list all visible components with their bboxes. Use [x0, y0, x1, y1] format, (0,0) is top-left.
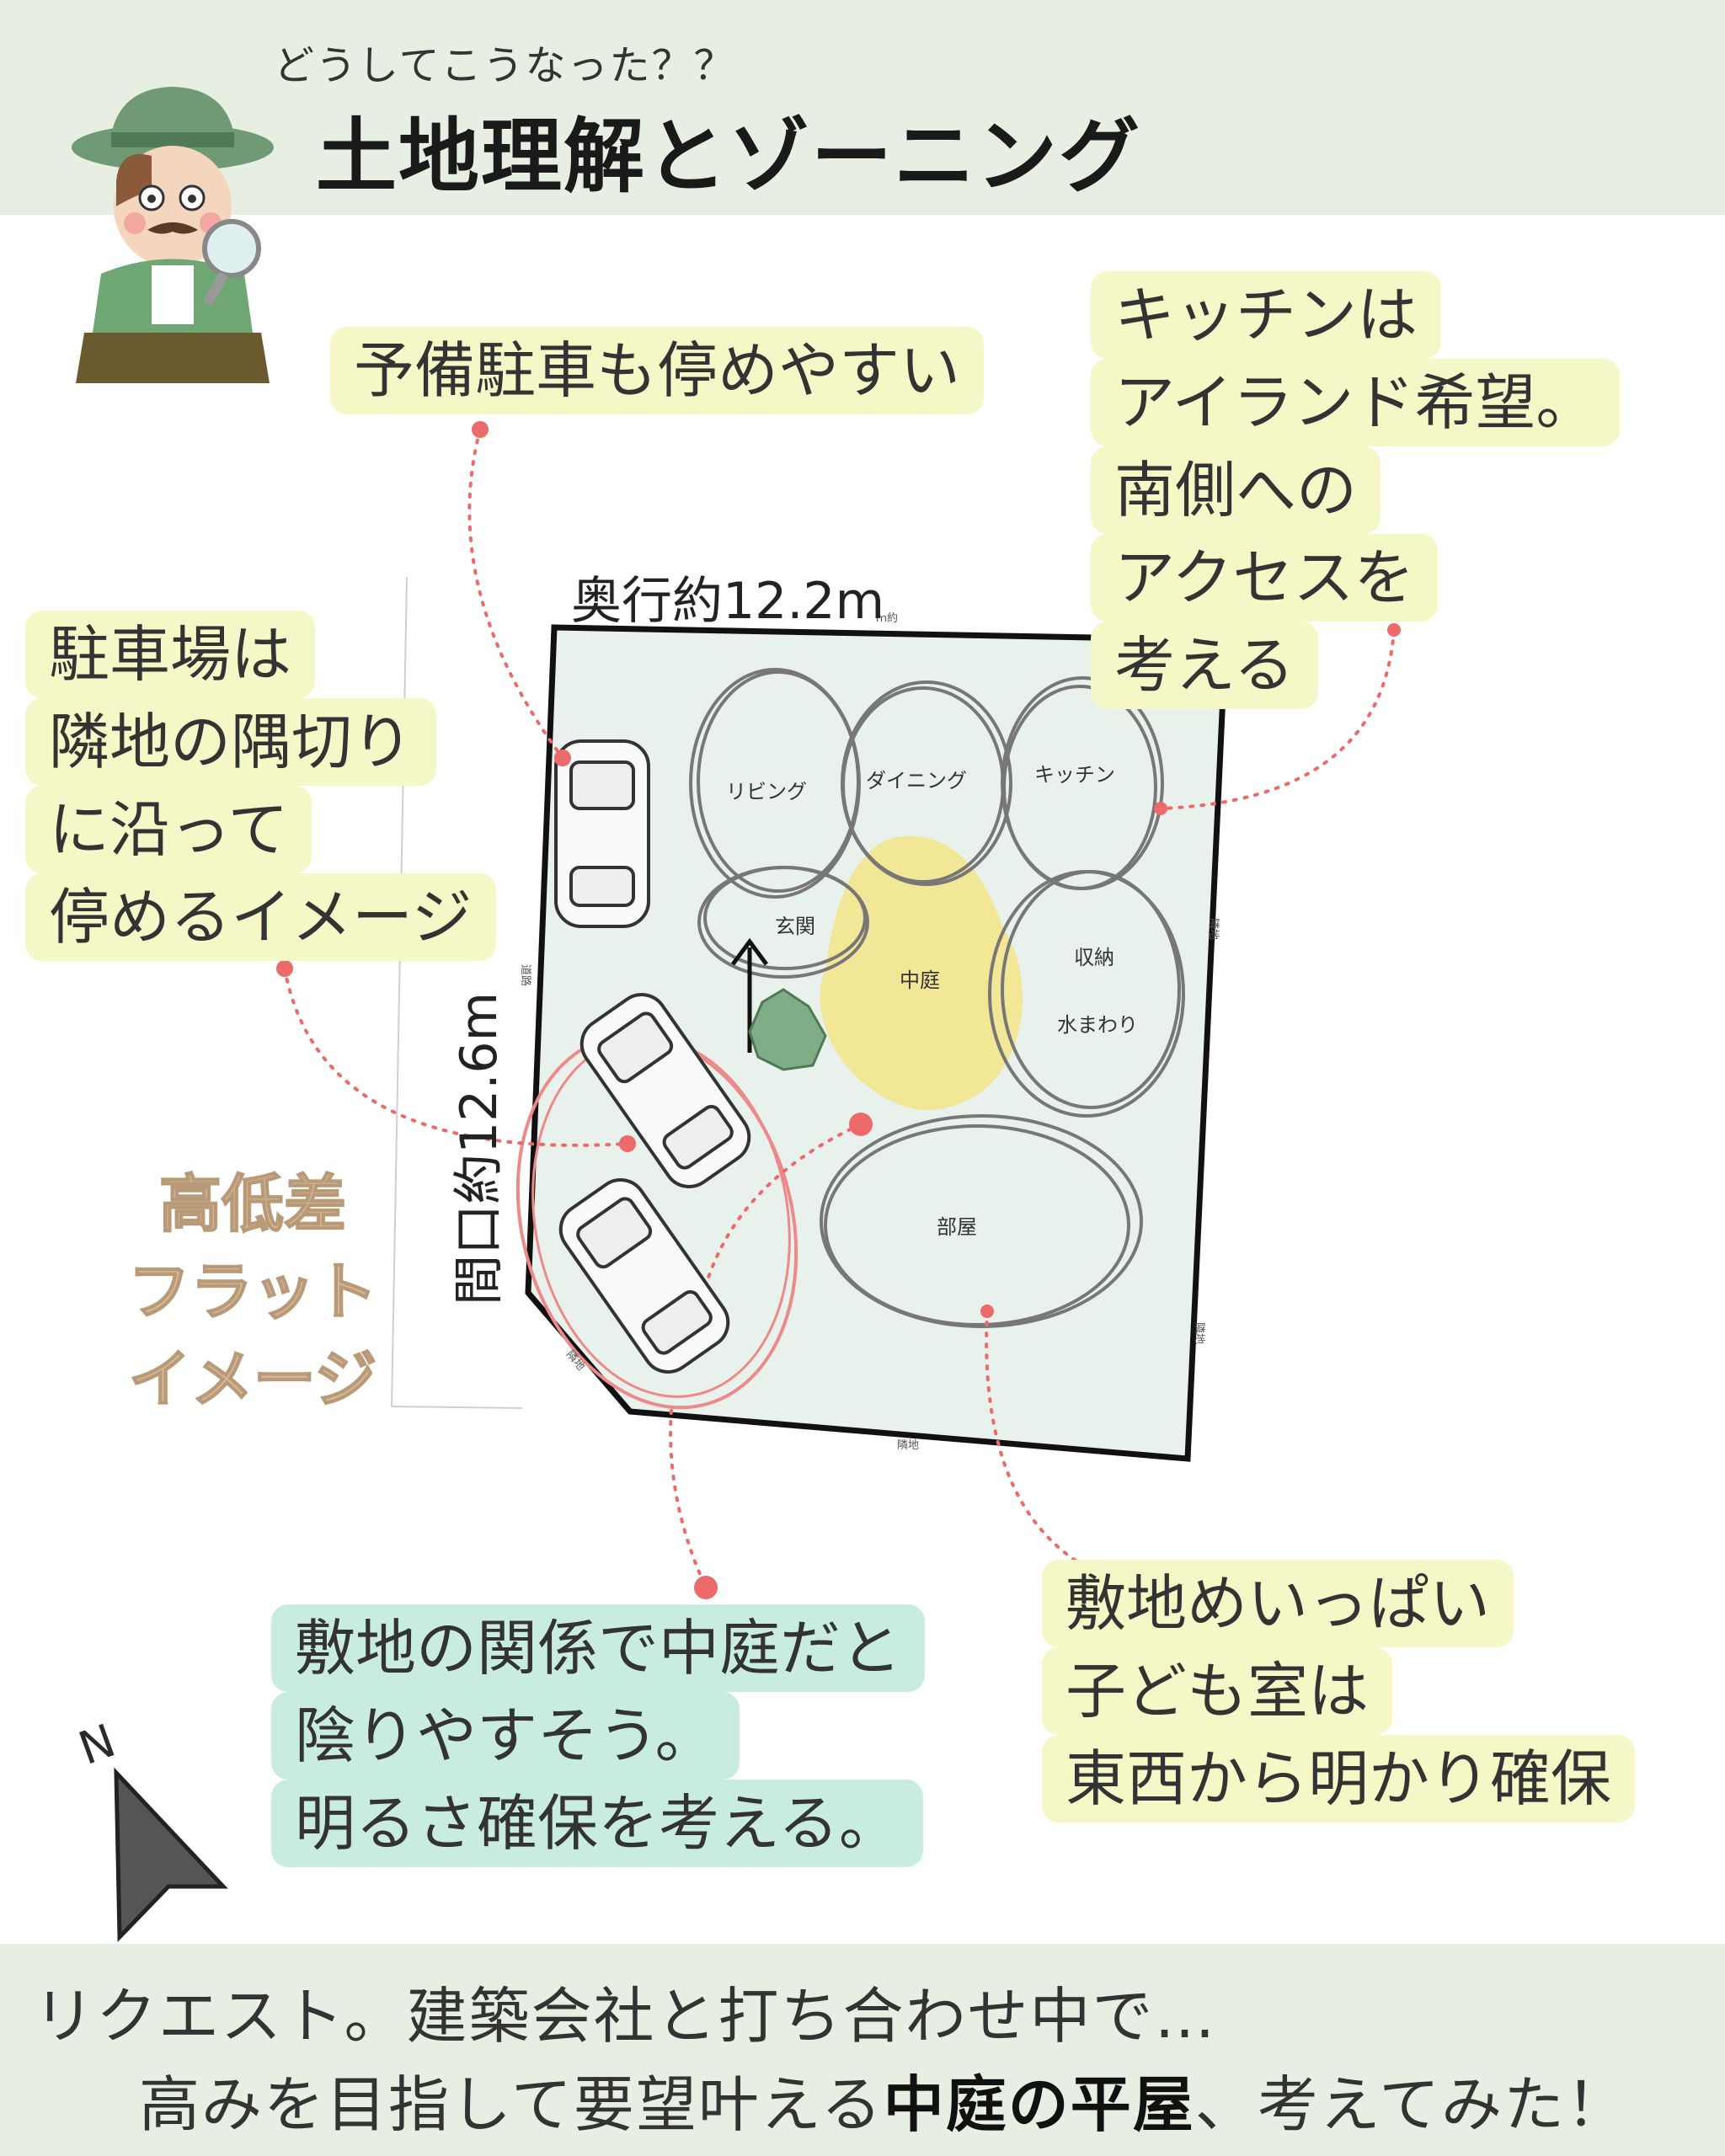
note-kids-room: 敷地めいっぱい 子ども室は 東西から明かり確保	[1042, 1560, 1636, 1822]
north-arrow-icon	[114, 1767, 228, 1943]
car-middle	[579, 993, 751, 1188]
label-water: 水まわり	[1057, 1013, 1138, 1037]
note-parking: 駐車場は 隣地の隅切り に沿って 停めるイメージ	[25, 611, 496, 961]
footer-band	[0, 1944, 1725, 2156]
note-kitchen: キッチンは アイランド希望。 南側への アクセスを 考える	[1091, 271, 1621, 709]
footer-line2: 高みを目指して要望叶える中庭の平屋、考えてみた！	[139, 2069, 1629, 2140]
footer-line1: リクエスト。建築会社と打ち合わせ中で…	[34, 1981, 1217, 2052]
note-spare-parking: 予備駐車も停めやすい	[330, 327, 985, 414]
header-subtitle: どうしてこうなった？？	[274, 42, 736, 89]
car-top	[554, 739, 650, 928]
label-courtyard: 中庭	[900, 969, 940, 992]
label-dining: ダイニング	[866, 769, 967, 792]
courtyard-area	[820, 835, 1023, 1111]
level-flat-note: 高低差 フラット イメージ	[127, 1167, 378, 1417]
label-storage: 収納	[1074, 946, 1114, 969]
note-courtyard: 敷地の関係で中庭だと 陰りやすそう。 明るさ確保を考える。	[271, 1604, 926, 1867]
room-zone	[820, 1114, 1143, 1328]
label-neighbor-south: 隣地	[897, 1438, 919, 1452]
frontage-dimension: 間口約12.6m	[450, 991, 509, 1305]
label-living: リビング	[726, 780, 807, 803]
detective-illustration	[72, 87, 274, 383]
label-top-tiny: ｍ約	[876, 612, 898, 625]
header-band	[0, 0, 1725, 215]
page-title: 土地理解とゾーニング	[316, 109, 1141, 204]
label-neighbor-east-2: 隣地	[1193, 1322, 1206, 1344]
label-road: 道路	[519, 964, 532, 986]
label-room: 部屋	[937, 1215, 977, 1239]
car-bottom	[558, 1178, 730, 1374]
tree-icon	[748, 988, 827, 1071]
depth-dimension: 奥行約12.2m	[571, 572, 885, 631]
label-kitchen: キッチン	[1034, 763, 1115, 787]
label-neighbor-east: 隣地	[1207, 918, 1220, 940]
label-entrance: 玄関	[775, 915, 815, 938]
